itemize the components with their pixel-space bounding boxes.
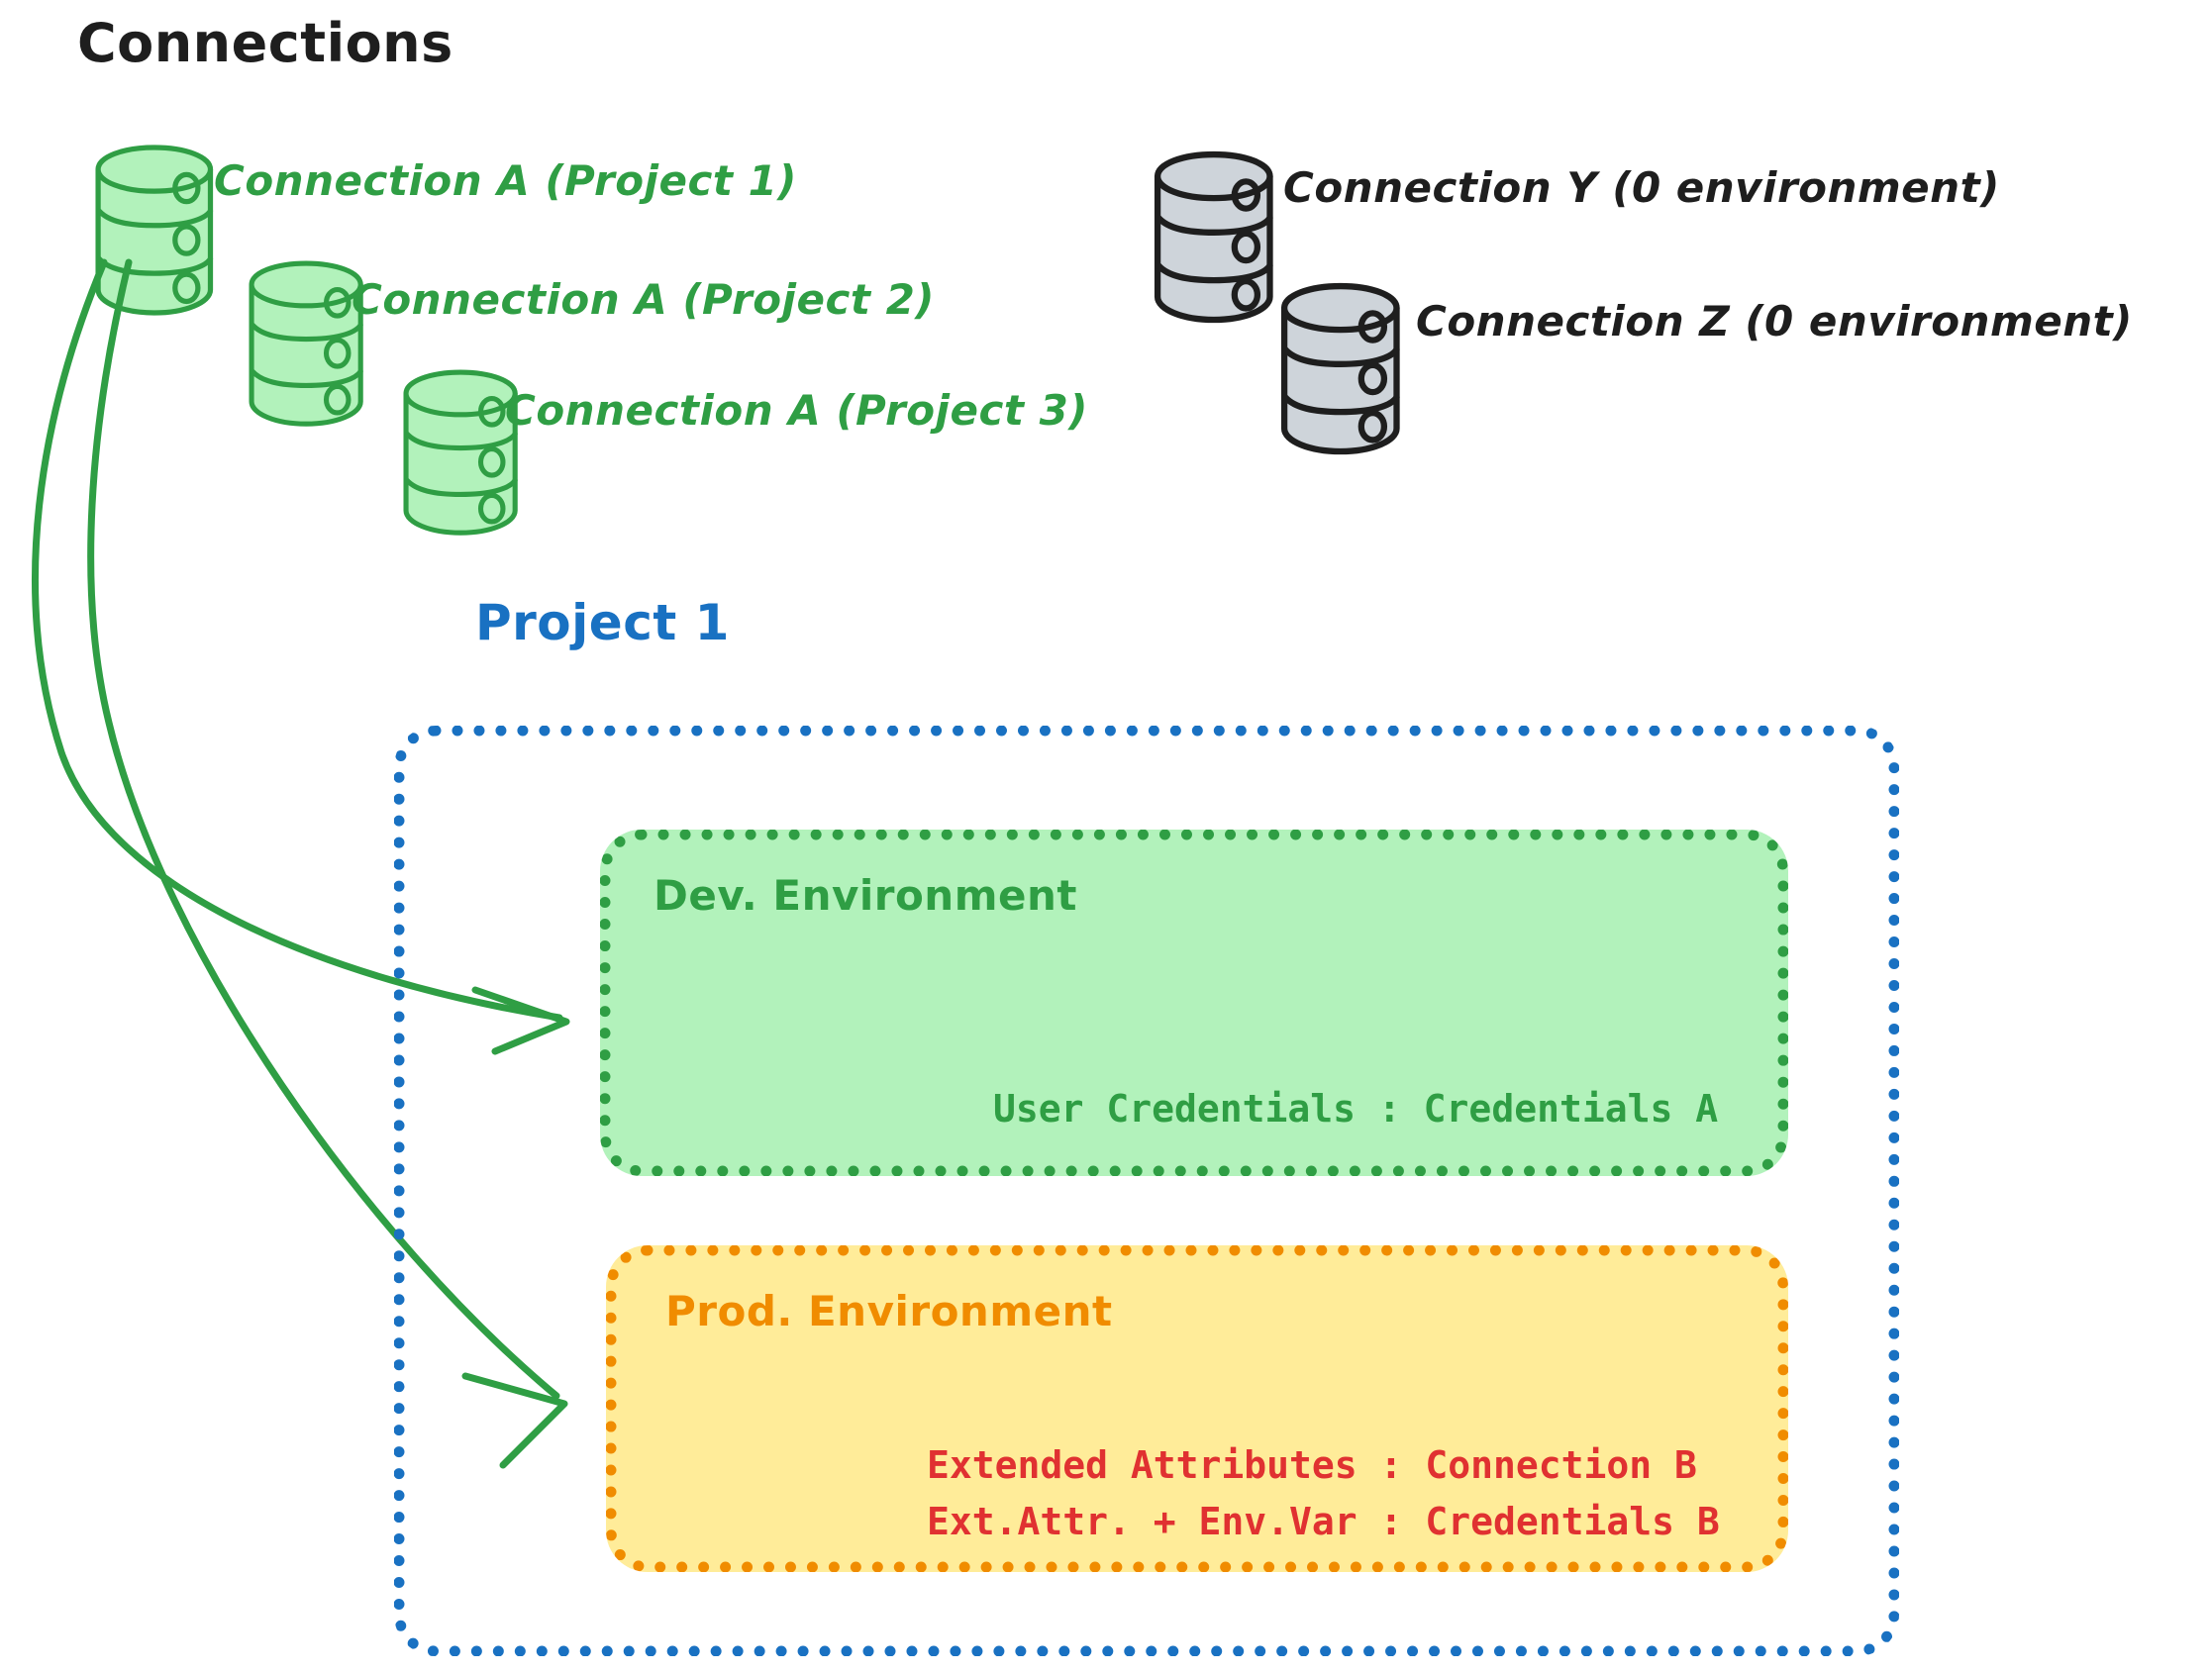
- database-cylinder-icon[interactable]: [98, 148, 210, 313]
- connection-label-z: Connection Z (0 environment): [1416, 297, 2133, 345]
- database-cylinder-icon[interactable]: [251, 263, 360, 424]
- database-cylinder-icon[interactable]: [406, 372, 515, 533]
- dev-environment-box[interactable]: [600, 830, 1788, 1176]
- project-title: Project 1: [475, 594, 730, 651]
- prod-environment-box[interactable]: [606, 1245, 1788, 1572]
- prod-environment-line-1: Extended Attributes : Connection B: [927, 1443, 1697, 1487]
- connection-label-a-project-1: Connection A (Project 1): [214, 156, 797, 205]
- prod-environment-title: Prod. Environment: [665, 1287, 1113, 1335]
- database-cylinder-icon[interactable]: [1284, 286, 1396, 451]
- connection-label-a-project-2: Connection A (Project 2): [352, 275, 935, 324]
- connection-label-y: Connection Y (0 environment): [1283, 163, 2000, 212]
- page-title: Connections: [77, 12, 453, 74]
- prod-environment-line-2: Ext.Attr. + Env.Var : Credentials B: [927, 1500, 1720, 1543]
- database-cylinder-icon[interactable]: [1157, 154, 1269, 320]
- dev-environment-line-1: User Credentials : Credentials A: [993, 1087, 1719, 1131]
- dev-environment-title: Dev. Environment: [654, 871, 1077, 920]
- project-boundary-box[interactable]: [394, 726, 1899, 1656]
- connection-label-a-project-3: Connection A (Project 3): [505, 386, 1088, 435]
